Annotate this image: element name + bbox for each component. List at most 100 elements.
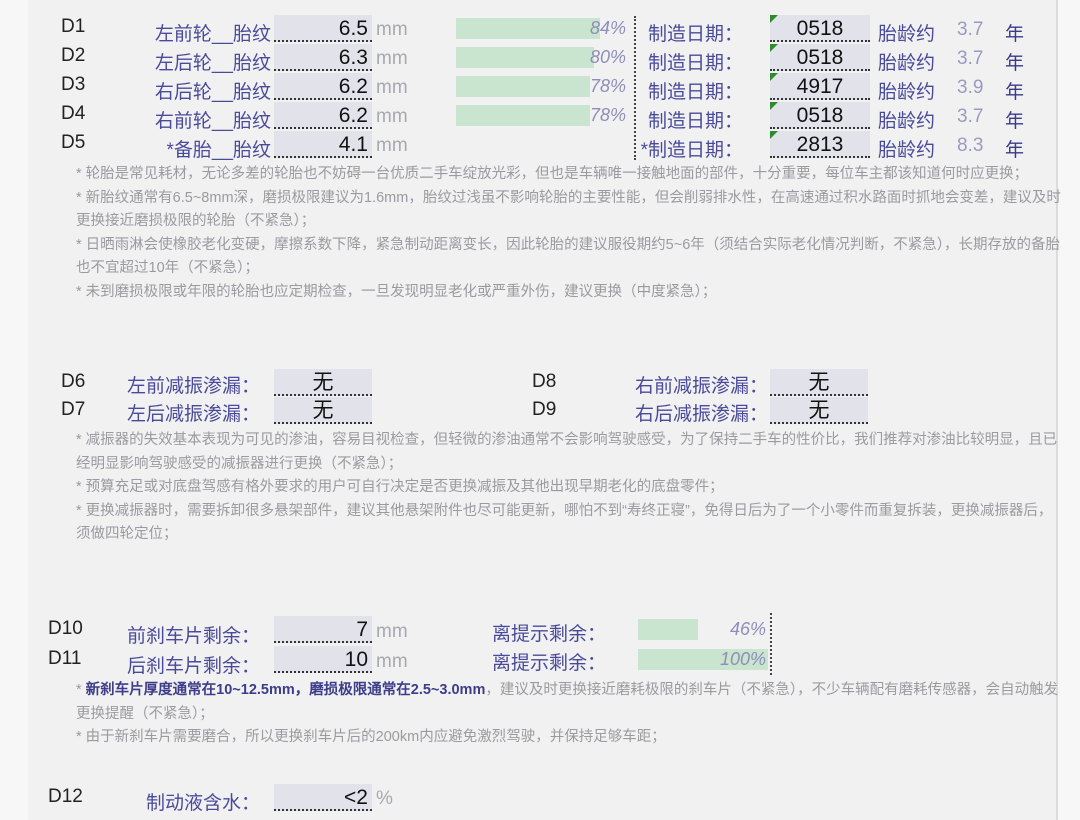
manufacture-date-cell[interactable]: 0518 — [770, 15, 870, 42]
shock-leak-cell[interactable]: 无 — [770, 397, 868, 424]
tire-label: 右后轮__胎纹： — [154, 82, 290, 103]
tread-value: 6.3 — [338, 46, 368, 69]
age-value: 3.9 — [957, 77, 984, 98]
row-code: D10 — [48, 618, 83, 639]
manufacture-date-cell[interactable]: 0518 — [770, 102, 870, 129]
year-unit: 年 — [1005, 24, 1025, 45]
report-sheet: D1 左前轮__胎纹： 6.5 mm 84% 制造日期： 0518 胎龄约 3.… — [28, 0, 1061, 820]
water-content-cell[interactable]: <2 — [274, 784, 372, 811]
unit-label: % — [376, 788, 393, 809]
tire-label: 左后轮__胎纹： — [154, 53, 290, 74]
age-label: 胎龄约 — [878, 140, 936, 161]
note-line: * 减振器的失效基本表现为可见的渗油，容易目视检查，但轻微的渗油通常不会影响驾驶… — [76, 432, 1058, 472]
row-code: D11 — [48, 648, 82, 669]
row-code: D9 — [532, 399, 557, 420]
row-code: D6 — [61, 371, 86, 392]
tread-depth-cell[interactable]: 4.1 — [274, 131, 372, 158]
date-label: 制造日期： — [647, 53, 743, 74]
unit-label: mm — [376, 651, 408, 672]
age-label: 胎龄约 — [878, 82, 936, 103]
remain-label: 离提示剩余： — [492, 624, 607, 645]
comment-marker-icon — [770, 102, 778, 110]
unit-label: mm — [376, 48, 408, 69]
brake-percent-bar: 100% — [638, 649, 768, 670]
manufacture-date-cell[interactable]: 2813 — [770, 131, 870, 158]
date-value: 4917 — [796, 75, 844, 98]
column-divider — [634, 16, 636, 160]
fluid-label: 制动液含水： — [145, 793, 260, 814]
date-value: 0518 — [796, 46, 844, 69]
shock-notes: * 减振器的失效基本表现为可见的渗油，容易目视检查，但轻微的渗油通常不会影响驾驶… — [76, 429, 1066, 547]
note-prefix: * — [76, 682, 86, 698]
tread-value: 6.2 — [338, 75, 368, 98]
date-value: 0518 — [796, 104, 844, 127]
brake-pad-cell[interactable]: 7 — [274, 616, 372, 643]
manufacture-date-cell[interactable]: 4917 — [770, 73, 870, 100]
tread-depth-cell[interactable]: 6.2 — [274, 73, 372, 100]
shock-leak-cell[interactable]: 无 — [770, 369, 868, 396]
shock-label: 左前减振渗漏： — [126, 376, 260, 397]
note-line: * 日晒雨淋会使橡胶老化变硬，摩擦系数下降，紧急制动距离变长，因此轮胎的建议服役… — [76, 236, 1061, 277]
percent-label: 46% — [729, 619, 766, 639]
note-line: * 未到磨损极限或年限的轮胎也应定期检查，一旦发现明显老化或严重外伤，建议更换（… — [76, 283, 717, 300]
row-code: D4 — [61, 103, 86, 124]
age-label: 胎龄约 — [878, 111, 936, 132]
percent-label: 100% — [719, 649, 766, 669]
shock-leak-cell[interactable]: 无 — [274, 369, 372, 396]
note-line: * 轮胎是常见耗材，无论多差的轮胎也不妨碍一台优质二手车绽放光彩，但也是车辆唯一… — [76, 166, 1029, 182]
tread-depth-cell[interactable]: 6.5 — [274, 15, 372, 42]
tire-notes: * 轮胎是常见耗材，无论多差的轮胎也不妨碍一台优质二手车绽放光彩，但也是车辆唯一… — [76, 163, 1066, 304]
bar-fill — [456, 47, 594, 68]
brake-percent-bar: 46% — [638, 619, 768, 640]
unit-label: mm — [376, 77, 408, 98]
note-highlight: 新刹车片厚度通常在10~12.5mm，磨损极限通常在2.5~3.0mm — [85, 682, 486, 698]
tread-percent-bar: 78% — [456, 105, 628, 126]
shock-label: 右后减振渗漏： — [634, 404, 768, 425]
tread-percent-bar: 84% — [456, 18, 628, 39]
row-code: D5 — [61, 132, 86, 153]
comment-marker-icon — [770, 73, 778, 81]
date-label: 制造日期： — [647, 111, 743, 132]
note-line: * 预算充足或对底盘驾感有格外要求的用户可自行决定是否更换减振及其他出现早期老化… — [76, 479, 724, 495]
bar-fill — [456, 76, 591, 97]
age-value: 3.7 — [957, 19, 984, 40]
shock-label: 右前减振渗漏： — [634, 376, 768, 397]
row-code: D2 — [61, 45, 86, 66]
age-value: 3.7 — [957, 48, 984, 69]
unit-label: mm — [376, 621, 408, 642]
age-label: 胎龄约 — [878, 53, 936, 74]
age-value: 3.7 — [957, 106, 984, 127]
year-unit: 年 — [1005, 82, 1025, 103]
tread-depth-cell[interactable]: 6.3 — [274, 44, 372, 71]
manufacture-date-cell[interactable]: 0518 — [770, 44, 870, 71]
brake-pad-cell[interactable]: 10 — [274, 646, 372, 673]
note-line: * 新刹车片厚度通常在10~12.5mm，磨损极限通常在2.5~3.0mm，建议… — [76, 679, 1066, 726]
tread-depth-cell[interactable]: 6.2 — [274, 102, 372, 129]
percent-label: 84% — [589, 18, 626, 38]
brake-value: 10 — [344, 648, 368, 671]
age-value: 8.3 — [957, 135, 984, 156]
date-label: 制造日期： — [647, 82, 743, 103]
bar-fill — [456, 18, 601, 39]
column-divider — [770, 613, 772, 675]
date-label: 制造日期： — [647, 24, 743, 45]
brake-notes: * 新刹车片厚度通常在10~12.5mm，磨损极限通常在2.5~3.0mm，建议… — [76, 679, 1066, 750]
unit-label: mm — [376, 106, 408, 127]
fluid-value: <2 — [344, 786, 368, 809]
tread-value: 4.1 — [338, 133, 368, 156]
comment-marker-icon — [770, 44, 778, 52]
bar-fill — [456, 105, 591, 126]
shock-leak-cell[interactable]: 无 — [274, 397, 372, 424]
tread-value: 6.5 — [338, 17, 368, 40]
comment-marker-icon — [770, 131, 778, 139]
row-code: D12 — [48, 786, 83, 807]
brake-label: 后刹车片剩余： — [126, 656, 260, 677]
date-value: 0518 — [796, 17, 844, 40]
bar-fill — [638, 619, 698, 640]
row-code: D1 — [61, 16, 86, 37]
row-code: D7 — [61, 399, 86, 420]
unit-label: mm — [376, 19, 408, 40]
shock-value: 无 — [808, 399, 830, 422]
note-line: * 新胎纹通常有6.5~8mm深，磨损极限建议为1.6mm，胎纹过浅虽不影响轮胎… — [76, 189, 1061, 230]
unit-label: mm — [376, 135, 408, 156]
